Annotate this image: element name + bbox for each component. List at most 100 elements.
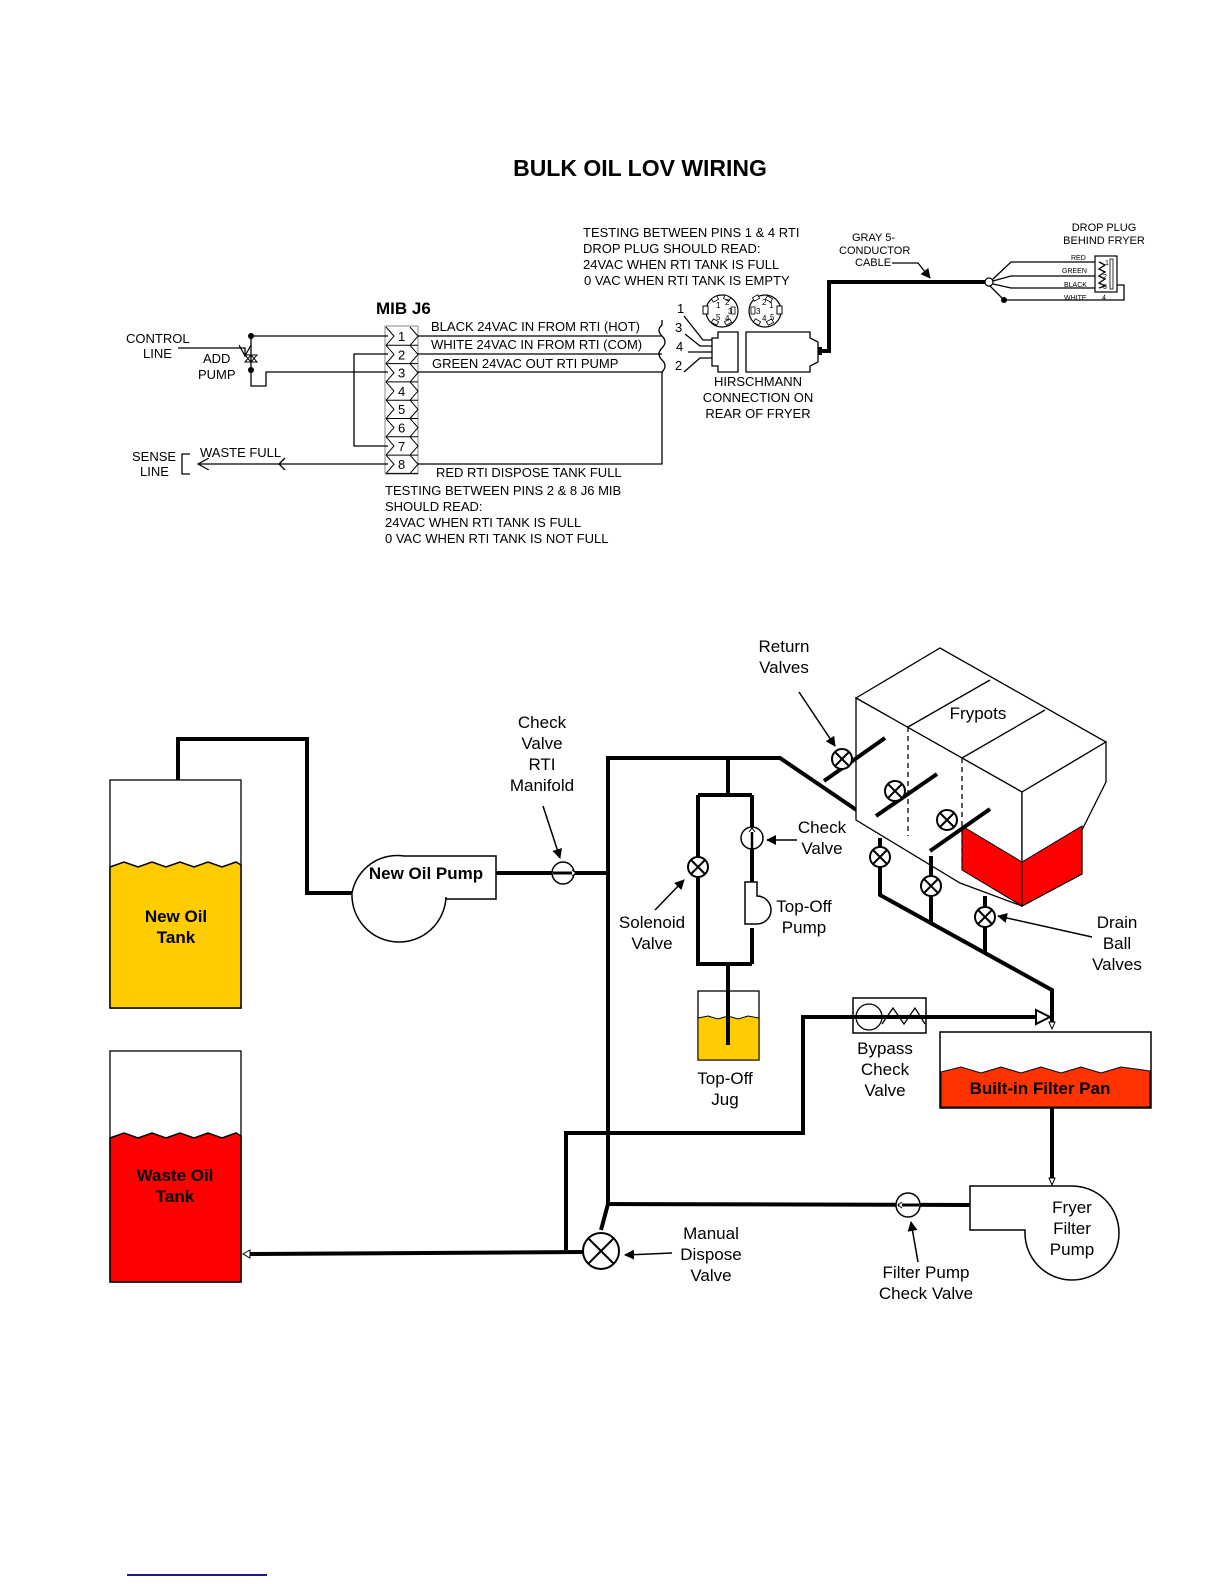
new-oil-tank-label-1: New Oil — [145, 907, 207, 926]
test-note-bottom-4: 0 VAC WHEN RTI TANK IS NOT FULL — [385, 531, 608, 546]
fryer-filter-pump-label-1: Fryer — [1052, 1198, 1092, 1217]
connector-pin-7: 7 — [385, 436, 419, 456]
built-in-filter-pan-label: Built-in Filter Pan — [970, 1079, 1111, 1098]
hirschmann-label-2: CONNECTION ON — [703, 390, 814, 405]
sense-line-label-1: SENSE — [132, 449, 176, 464]
return-valves-label-1: Return — [758, 637, 809, 656]
svg-text:2: 2 — [1103, 274, 1107, 281]
solenoid-valve-label-1: Solenoid — [619, 913, 685, 932]
plug-pin-black: 3 — [675, 320, 682, 335]
svg-text:4: 4 — [725, 314, 730, 323]
plug-pin-1: 1 — [677, 301, 684, 316]
return-pipe-3 — [928, 807, 992, 853]
control-line-label-2: LINE — [143, 346, 172, 361]
page-title: BULK OIL LOV WIRING — [513, 155, 767, 181]
control-line-wire — [178, 348, 245, 356]
red-wire — [418, 382, 663, 465]
pipe-new-oil-supply — [176, 737, 352, 895]
svg-text:2: 2 — [762, 298, 767, 307]
check-valve-label-2: Valve — [801, 839, 842, 858]
svg-text:1: 1 — [716, 301, 721, 310]
pipe-main-riser — [606, 756, 882, 1204]
cable-label-3: CABLE — [855, 257, 891, 269]
cable-label-1: GRAY 5- — [852, 232, 895, 244]
drop-plug-wire-white: WHITE — [1064, 295, 1087, 302]
bypass-check-valve-label-3: Valve — [864, 1081, 905, 1100]
top-off-pump-label-2: Pump — [782, 918, 826, 937]
drain-valve-3-icon — [974, 906, 996, 928]
red-wire-crossover — [658, 320, 666, 382]
hirschmann-connector-male — [745, 331, 822, 373]
top-off-jug — [697, 990, 760, 1061]
return-valves-label-2: Valves — [759, 658, 809, 677]
fryer-filter-pump-label-2: Filter — [1053, 1219, 1091, 1238]
svg-text:2: 2 — [725, 298, 730, 307]
add-pump-label-2: PUMP — [198, 367, 236, 382]
solenoid-valve-label-2: Valve — [631, 934, 672, 953]
test-note-bottom-3: 24VAC WHEN RTI TANK IS FULL — [385, 515, 581, 530]
drop-plug-wire-black: BLACK — [1064, 282, 1087, 289]
connector-pin-label: 4 — [398, 384, 405, 399]
drop-plug-wire-red: RED — [1071, 255, 1086, 262]
add-pump-label-1: ADD — [203, 351, 230, 366]
connector-pin-label: 7 — [398, 439, 405, 454]
wire-label-green: GREEN 24VAC OUT RTI PUMP — [432, 356, 618, 371]
waste-oil-tank: Waste Oil Tank — [109, 1050, 242, 1283]
connector-pin-3: 3 — [385, 363, 419, 383]
hirschmann-label-1: HIRSCHMANN — [714, 374, 802, 389]
svg-text:1: 1 — [769, 301, 774, 310]
waste-oil-tank-label-1: Waste Oil — [137, 1166, 214, 1185]
plug-socket-face-left-icon: 1 2 3 4 5 — [702, 294, 739, 328]
add-pump-triac-icon — [243, 333, 259, 373]
svg-text:4: 4 — [762, 314, 767, 323]
test-note-top-3: 24VAC WHEN RTI TANK IS FULL — [583, 257, 779, 272]
sense-line-bracket — [181, 453, 190, 475]
waste-full-label: WASTE FULL — [200, 445, 281, 460]
drain-valve-2-icon — [920, 875, 942, 897]
svg-text:4: 4 — [1102, 295, 1106, 302]
plumbing-diagram: New Oil Tank Waste Oil Tank New Oil Pump… — [109, 637, 1152, 1303]
red-wire-label: RED RTI DISPOSE TANK FULL — [436, 465, 622, 480]
bypass-check-valve-icon — [852, 997, 927, 1034]
top-off-pump-label-1: Top-Off — [776, 897, 832, 916]
drain-ball-valves-label-2: Ball — [1103, 934, 1131, 953]
svg-text:5: 5 — [716, 313, 721, 322]
manual-dispose-valve-label-2: Dispose — [680, 1245, 741, 1264]
bypass-check-valve-label-2: Check — [861, 1060, 910, 1079]
footer-link-underline[interactable] — [127, 1574, 267, 1576]
check-valve-label-1: Check — [798, 818, 847, 837]
test-note-top-2: DROP PLUG SHOULD READ: — [583, 241, 760, 256]
return-pipe-1 — [822, 736, 887, 783]
drain-ball-valves-label-1: Drain — [1097, 913, 1138, 932]
new-oil-pump-label: New Oil Pump — [369, 864, 483, 883]
wire-pin3 — [250, 370, 388, 387]
hirschmann-connector-female — [711, 331, 739, 373]
filter-pump-check-valve-icon — [895, 1192, 921, 1218]
top-off-jug-label-2: Jug — [711, 1090, 738, 1109]
top-off-pump-icon — [744, 881, 772, 925]
svg-text:5: 5 — [770, 313, 775, 322]
connector-pin-4: 4 — [385, 381, 419, 401]
drop-plug-label-2: BEHIND FRYER — [1063, 235, 1145, 247]
connector-pin-label: 8 — [398, 457, 405, 472]
hirschmann-label-3: REAR OF FRYER — [705, 406, 810, 421]
frypots: Frypots — [854, 647, 1108, 908]
fryer-filter-pump-label-3: Pump — [1050, 1240, 1094, 1259]
pipe-dispose-to-waste — [247, 1250, 585, 1256]
new-oil-pump: New Oil Pump — [351, 854, 497, 943]
manual-dispose-valve-label-3: Valve — [690, 1266, 731, 1285]
sense-line-label-2: LINE — [140, 464, 169, 479]
waste-oil-tank-label-2: Tank — [156, 1187, 195, 1206]
svg-text:1: 1 — [1105, 260, 1109, 267]
filter-pump-check-valve-label-2: Check Valve — [879, 1284, 973, 1303]
return-valve-1-icon — [831, 748, 853, 770]
test-note-top-1: TESTING BETWEEN PINS 1 & 4 RTI — [583, 225, 799, 240]
solenoid-valve-icon — [687, 856, 709, 878]
drop-plug-wire-green: GREEN — [1062, 268, 1087, 275]
top-off-check-valve-icon — [740, 826, 764, 850]
control-line-label-1: CONTROL — [126, 331, 190, 346]
plug-pin-green: 2 — [675, 358, 682, 373]
wire-label-white: WHITE 24VAC IN FROM RTI (COM) — [431, 337, 642, 352]
return-valve-3-icon — [936, 809, 958, 831]
